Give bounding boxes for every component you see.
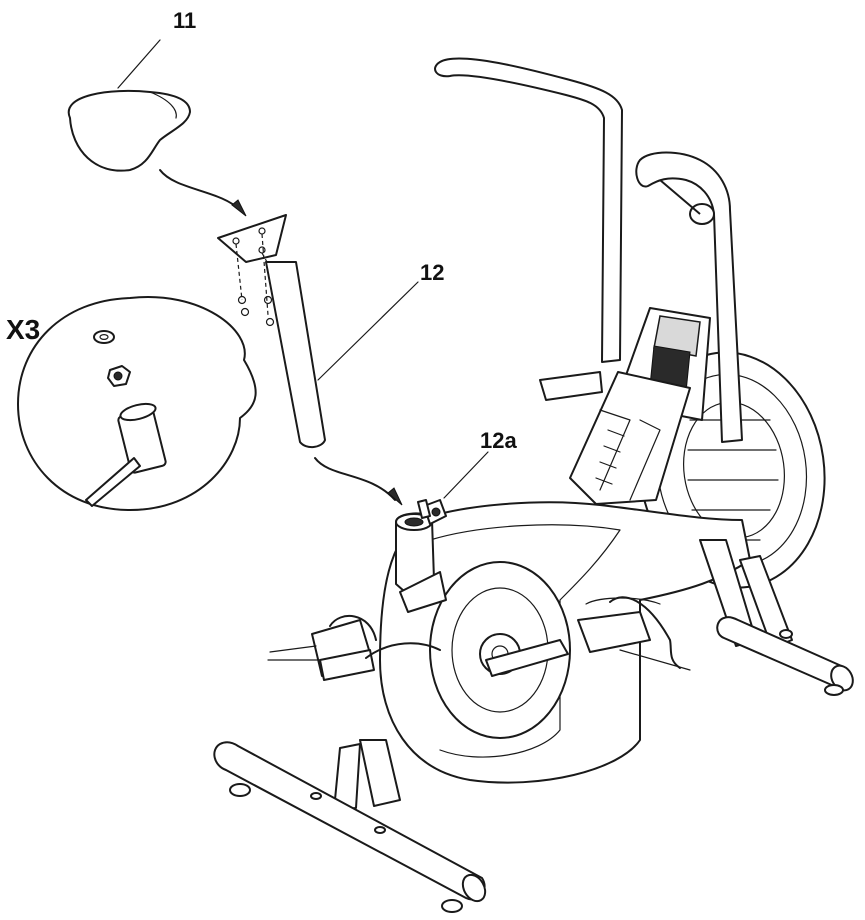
callout-seat-post-knob: 12a: [480, 428, 517, 453]
seat-post-arrow: [314, 457, 396, 501]
seat-leader-line: [117, 39, 161, 89]
seat-arrow: [159, 169, 241, 211]
seat-illustration: [67, 89, 191, 172]
callout-seat-post: 12: [420, 260, 445, 285]
knob-leader-line: [443, 451, 489, 499]
seat-post-arrow-head: [387, 487, 403, 506]
seat-arrow-head: [231, 199, 247, 217]
hardware-detail-bubble: [17, 295, 257, 511]
callout-hardware-quantity: X3: [6, 314, 41, 345]
seat-post-leader-line: [317, 281, 419, 381]
seat-post-illustration: [217, 214, 326, 448]
callout-seat: 11: [173, 8, 197, 33]
bike-frame-illustration: [213, 57, 854, 913]
